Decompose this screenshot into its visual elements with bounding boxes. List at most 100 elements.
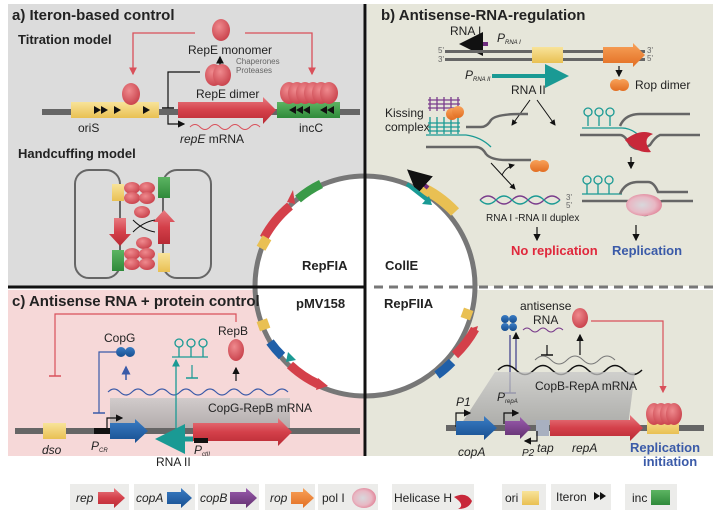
rna2-label: RNA II [511, 83, 546, 97]
replication-fork [582, 175, 693, 217]
replication-initiation-label-1: Replication [630, 440, 700, 455]
handcuffing-diagram [74, 169, 212, 279]
copg-dimer [116, 347, 135, 357]
helicase-complex [580, 107, 700, 153]
repa-label: repA [572, 441, 597, 455]
titration-model-label: Titration model [18, 32, 112, 47]
antisense-label-2: RNA [533, 313, 558, 327]
plasmid-label-repfiia: RepFIIA [384, 296, 434, 311]
tap-box [536, 420, 549, 436]
legend-ori-box [522, 491, 539, 505]
released-rop [530, 160, 549, 172]
copa-gene-arrow [456, 416, 497, 440]
panel-b-title: b) Antisense-RNA-regulation [381, 7, 585, 24]
rna-duplex [479, 195, 561, 205]
legend-rop-arrow [291, 488, 314, 508]
copa-label: copA [458, 445, 485, 459]
copg-repb-mrna-wave [107, 388, 289, 396]
p1-label: P1 [456, 395, 471, 409]
legend: rep copA copB rop pol I Helicase H ori I… [70, 484, 677, 510]
repe-mrna-label: repE mRNA [180, 132, 244, 146]
feedback-arrow-left [129, 32, 195, 76]
replication-initiation-label-2: initiation [643, 454, 697, 469]
dso-label: dso [42, 443, 62, 457]
panel-a-title: a) Iteron-based control [12, 7, 175, 24]
legend-pol1-label: pol I [322, 491, 345, 505]
strand-3-bottom: 3' [438, 55, 444, 64]
repe-bound-oris [122, 83, 140, 105]
replication-label: Replication [612, 243, 682, 258]
rop-gene-arrow [603, 43, 645, 67]
legend-helicase-label: Helicase H [394, 491, 452, 505]
kissing-complex [426, 97, 531, 162]
repb-feedback [54, 313, 237, 376]
duplex-5: 5' [566, 201, 572, 210]
legend-iteron-arrows [594, 492, 606, 500]
proteases-label: Proteases [236, 66, 272, 75]
plasmid-features [256, 169, 479, 390]
repa-gene-arrow [550, 415, 643, 441]
copg-label: CopG [104, 331, 135, 345]
copb-repa-mrna-label: CopB-RepA mRNA [535, 379, 637, 393]
plasmid-label-repfia: RepFIA [302, 258, 348, 273]
legend-inc-box [651, 490, 670, 505]
repe-dimer-shape [205, 64, 231, 86]
antisense-label-1: antisense [520, 299, 572, 313]
legend-rep-label: rep [76, 491, 94, 505]
panel-c-title: c) Antisense RNA + protein control [12, 293, 260, 310]
feedback-arrow-right [245, 32, 316, 76]
p-rna1-label: PRNA I [497, 31, 521, 46]
pctii-label: PctII [194, 443, 210, 458]
oris-label: oriS [78, 121, 99, 135]
kissing-label-1: Kissing [385, 106, 424, 120]
strand-5-top: 5' [438, 46, 444, 55]
repa-protein [572, 308, 588, 328]
repression-line [167, 71, 200, 108]
dso-box [43, 423, 66, 439]
legend-copb-label: copB [200, 491, 227, 505]
copg-gene-arrow [110, 419, 148, 443]
legend-pol1-shape [352, 488, 376, 508]
handcuffing-model-label: Handcuffing model [18, 146, 136, 161]
iteron-arrows [94, 106, 150, 114]
repb-label: RepB [218, 324, 248, 338]
prepa-label: PrepA [497, 390, 518, 405]
legend-rop-label: rop [270, 491, 288, 505]
plasmid-label-pmv158: pMV158 [296, 296, 345, 311]
duplex-label: RNA I -RNA II duplex [486, 213, 579, 224]
repe-dimer-label: RepE dimer [196, 87, 259, 101]
dna-backbone-c [15, 428, 360, 434]
repa-to-ori-arrow [591, 320, 667, 394]
plasmid-label-colle: CollE [385, 258, 419, 273]
rna1-label: RNA I [450, 24, 481, 38]
repb-gene-arrow [193, 418, 292, 446]
rop-dimer-shape [610, 79, 629, 91]
legend-rep-arrow [98, 488, 125, 508]
repe-promoter [167, 115, 186, 128]
legend-copa-arrow [167, 488, 192, 508]
copg-repression [98, 351, 117, 413]
copb-tetramer [501, 315, 517, 331]
repe-monomer-label: RepE monomer [188, 43, 272, 57]
repe-bound-incc [280, 82, 338, 104]
legend-helicase-shape [454, 494, 472, 509]
legend-copb-arrow [230, 488, 257, 508]
chaperones-label: Chaperones [236, 57, 280, 66]
legend-inc-label: inc [632, 491, 647, 505]
duplex-3: 3' [566, 193, 572, 202]
antisense-rna-hairpins [172, 338, 208, 358]
pcr-label: PCR [91, 439, 108, 454]
no-replication-label: No replication [511, 243, 598, 258]
strand-3-top: 3' [647, 46, 653, 55]
incc-label: incC [299, 121, 323, 135]
legend-copa-label: copA [136, 491, 163, 505]
copg-repb-mrna-label: CopG-RepB mRNA [208, 401, 312, 415]
repe-gene-arrow [178, 97, 276, 124]
kissing-label-2: complex [385, 120, 430, 134]
legend-ori-label: ori [505, 491, 518, 505]
repe-monomer-shape [212, 19, 230, 41]
colle-ori [532, 47, 563, 63]
tap-label: tap [537, 441, 554, 455]
legend-iteron-label: Iteron [556, 490, 587, 504]
